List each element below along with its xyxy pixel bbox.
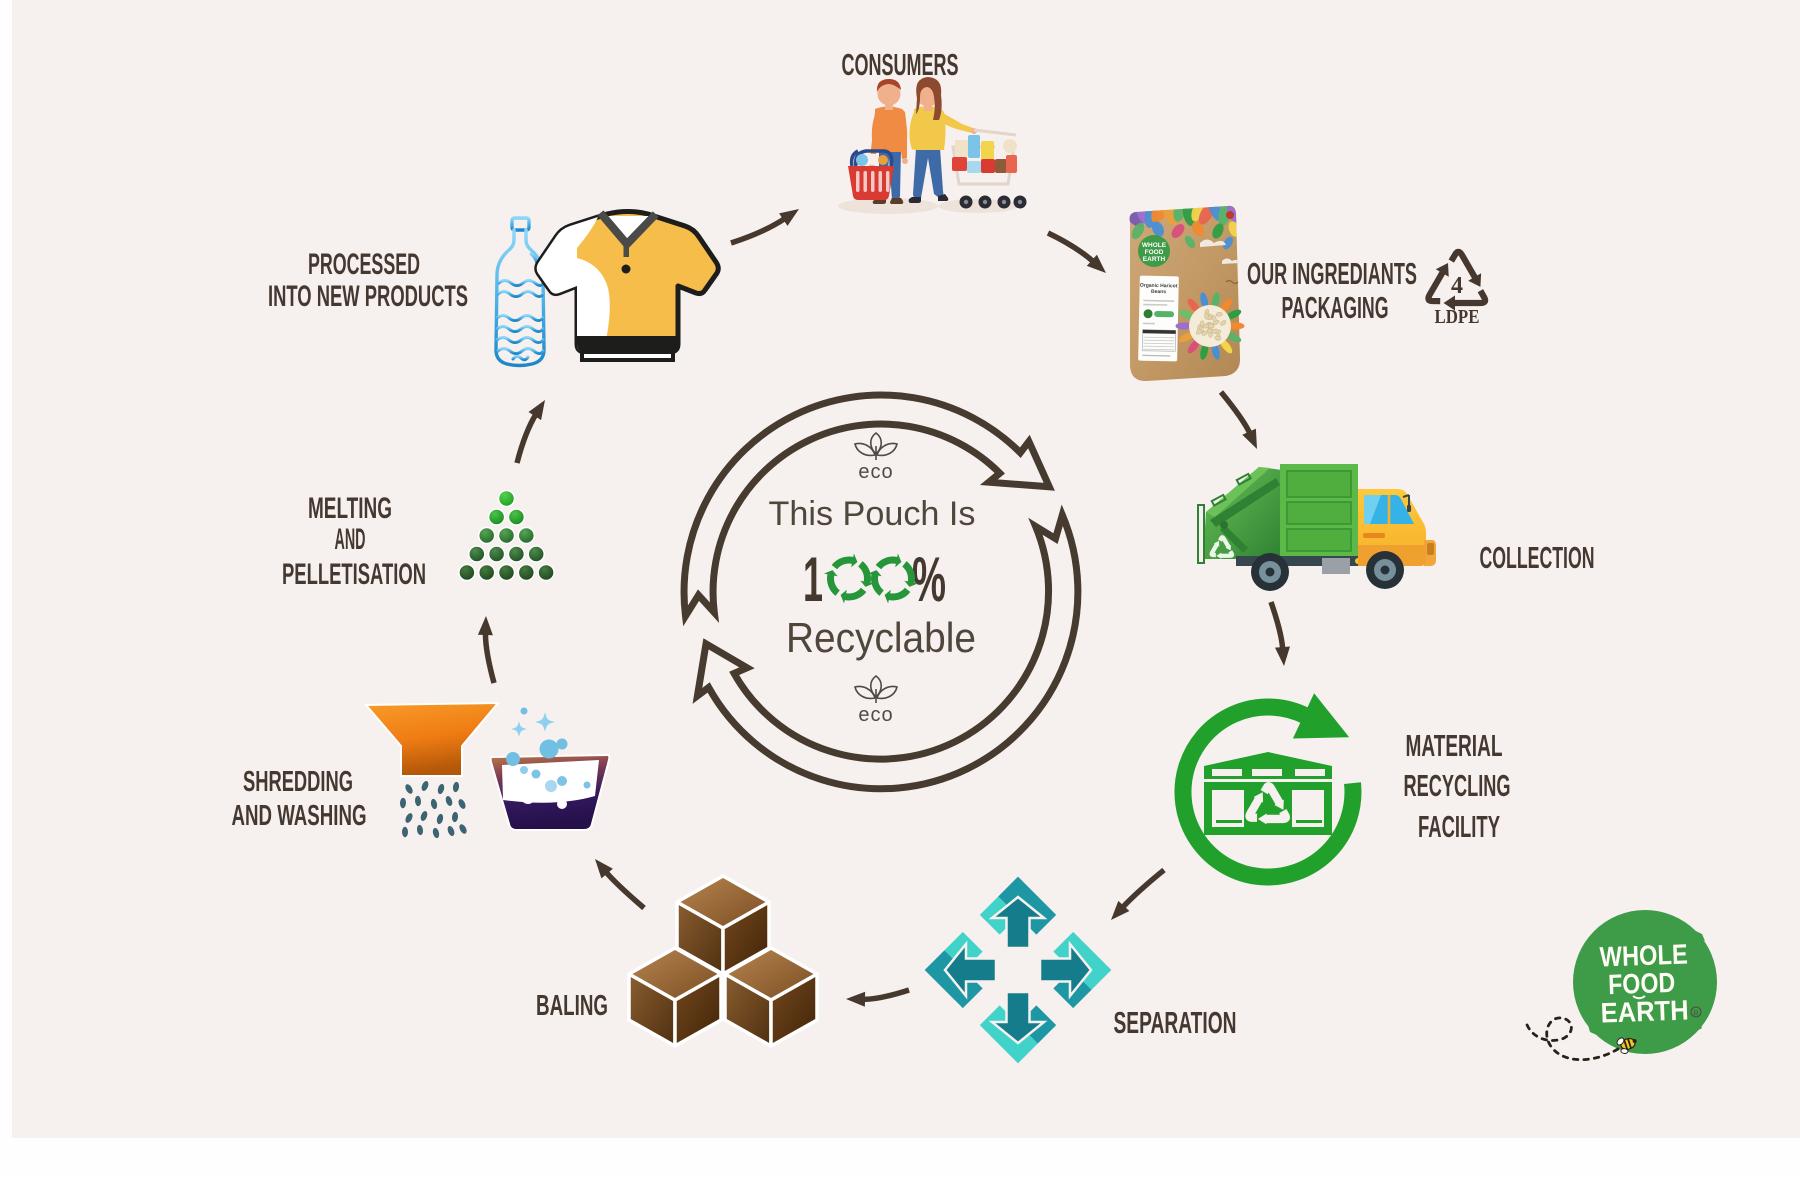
svg-text:FOOD: FOOD bbox=[1608, 967, 1676, 1000]
svg-text:AND WASHING: AND WASHING bbox=[232, 800, 367, 832]
svg-text:PELLETISATION: PELLETISATION bbox=[282, 558, 426, 591]
svg-text:WHOLE: WHOLE bbox=[1142, 242, 1167, 249]
svg-text:SEPARATION: SEPARATION bbox=[1114, 1005, 1237, 1040]
svg-text:This Pouch Is: This Pouch Is bbox=[769, 495, 976, 533]
svg-text:EARTH: EARTH bbox=[1143, 256, 1166, 263]
svg-text:FACILITY: FACILITY bbox=[1418, 809, 1500, 844]
svg-text:R: R bbox=[1693, 1011, 1698, 1018]
svg-text:INTO NEW PRODUCTS: INTO NEW PRODUCTS bbox=[268, 280, 468, 313]
svg-text:LDPE: LDPE bbox=[1435, 306, 1480, 328]
svg-text:OUR INGREDIANTS: OUR INGREDIANTS bbox=[1247, 256, 1417, 291]
svg-text:MELTING: MELTING bbox=[308, 492, 392, 525]
svg-text:SHREDDING: SHREDDING bbox=[243, 766, 353, 798]
svg-text:Recyclable: Recyclable bbox=[786, 614, 976, 661]
svg-text:COLLECTION: COLLECTION bbox=[1480, 540, 1595, 575]
svg-text:%: % bbox=[912, 545, 946, 615]
svg-text:4: 4 bbox=[1451, 273, 1463, 299]
svg-text:BALING: BALING bbox=[536, 990, 608, 1022]
svg-text:EARTH: EARTH bbox=[1600, 994, 1689, 1028]
svg-text:FOOD: FOOD bbox=[1145, 249, 1164, 256]
svg-text:CONSUMERS: CONSUMERS bbox=[842, 47, 959, 82]
svg-text:eco: eco bbox=[858, 461, 893, 483]
svg-text:PACKAGING: PACKAGING bbox=[1282, 290, 1389, 325]
svg-text:PROCESSED: PROCESSED bbox=[308, 248, 420, 281]
svg-text:RECYCLING: RECYCLING bbox=[1404, 768, 1511, 803]
svg-text:Organic Haricot: Organic Haricot bbox=[1140, 283, 1178, 290]
svg-text:AND: AND bbox=[335, 523, 366, 556]
svg-text:WHOLE: WHOLE bbox=[1599, 938, 1688, 972]
svg-text:MATERIAL: MATERIAL bbox=[1406, 728, 1503, 763]
svg-text:eco: eco bbox=[858, 704, 893, 726]
svg-text:Beans: Beans bbox=[1151, 289, 1166, 295]
svg-text:1: 1 bbox=[803, 545, 823, 615]
